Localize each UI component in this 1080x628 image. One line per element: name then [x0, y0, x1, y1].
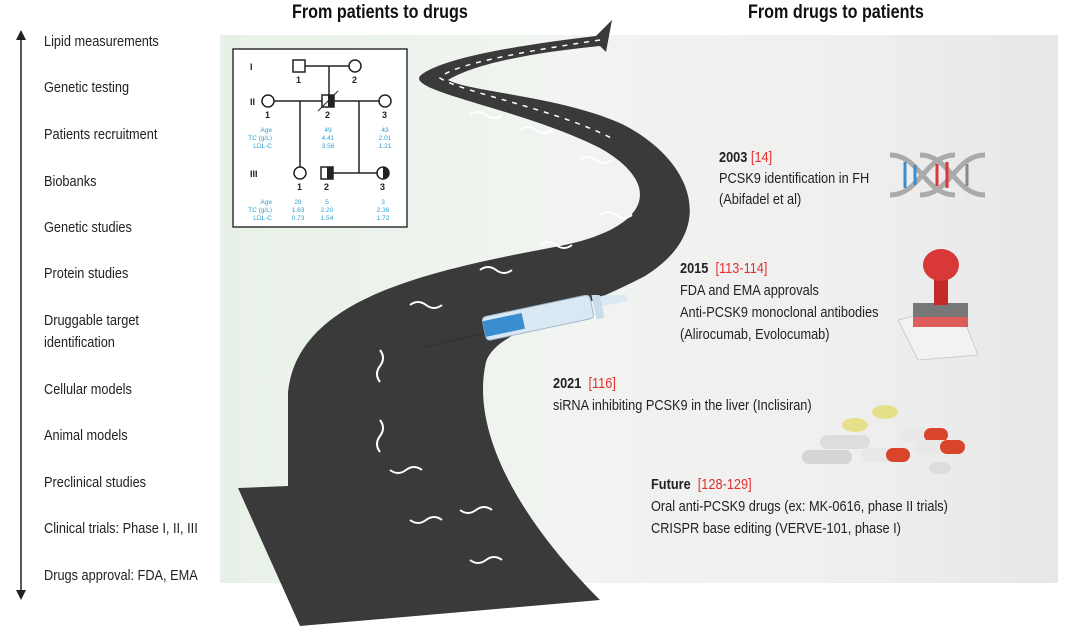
- value: 1.63: [292, 207, 305, 214]
- value: 1.72: [377, 215, 390, 222]
- label-ldl: LDL-C: [253, 143, 272, 150]
- event-line: siRNA inhibiting PCSK9 in the liver (Inc…: [553, 397, 812, 414]
- event-year: Future: [651, 476, 691, 493]
- value: 3: [381, 199, 385, 206]
- value: 0.73: [292, 215, 305, 222]
- dna-strand-icons: [376, 111, 633, 564]
- event-2015: 2015 [113-114] FDA and EMA approvals Ant…: [680, 258, 878, 346]
- label-tc: TC (g/L): [248, 207, 272, 214]
- value: 43: [381, 127, 389, 134]
- vertical-double-arrow-icon: [16, 30, 26, 600]
- event-ref: [113-114]: [715, 260, 768, 277]
- step-animal-models: Animal models: [44, 427, 128, 444]
- generation-I: I: [250, 62, 253, 72]
- syringe-icon: [425, 295, 628, 348]
- event-2021: 2021 [116] siRNA inhibiting PCSK9 in the…: [553, 373, 812, 417]
- step-lipid-measurements: Lipid measurements: [44, 33, 159, 50]
- step-genetic-studies: Genetic studies: [44, 219, 132, 236]
- id-II1: 1: [265, 110, 270, 120]
- label-age: Age: [260, 127, 272, 134]
- label-age: Age: [260, 199, 272, 206]
- step-patients-recruitment: Patients recruitment: [44, 126, 158, 143]
- step-protein-studies: Protein studies: [44, 265, 129, 282]
- event-year: 2021: [553, 375, 582, 392]
- step-clinical-trials: Clinical trials: Phase I, II, III: [44, 520, 198, 537]
- header-right: From drugs to patients: [748, 2, 924, 23]
- header-left: From patients to drugs: [292, 2, 468, 23]
- event-year: 2003: [719, 149, 748, 166]
- step-genetic-testing: Genetic testing: [44, 79, 130, 96]
- event-ref: [14]: [750, 149, 773, 166]
- pedigree-chart: I II III 1 2 1 2 3 1 2 3 Age TC (g/L) LD…: [232, 48, 408, 228]
- generation-III: III: [250, 169, 258, 179]
- event-line: Anti-PCSK9 monoclonal antibodies: [680, 304, 879, 321]
- value: 1.21: [379, 143, 392, 150]
- id-III3: 3: [380, 182, 385, 192]
- id-I1: 1: [296, 75, 301, 85]
- step-druggable-target: Druggable target: [44, 312, 139, 329]
- generation-II: II: [250, 97, 255, 107]
- step-preclinical-studies: Preclinical studies: [44, 474, 147, 491]
- step-drugs-approval: Drugs approval: FDA, EMA: [44, 567, 198, 584]
- event-future: Future [128-129] Oral anti-PCSK9 drugs (…: [651, 474, 948, 540]
- id-II3: 3: [382, 110, 387, 120]
- event-year: 2015: [680, 260, 709, 277]
- event-2003: 2003 [14] PCSK9 identification in FH (Ab…: [719, 147, 869, 210]
- value: 49: [324, 127, 332, 134]
- event-line: FDA and EMA approvals: [680, 282, 819, 299]
- value: 4.41: [322, 135, 335, 142]
- value: 2.20: [321, 207, 334, 214]
- id-III1: 1: [297, 182, 302, 192]
- event-line: (Alirocumab, Evolocumab): [680, 326, 830, 343]
- step-identification: identification: [44, 334, 115, 351]
- value: 1.54: [321, 215, 334, 222]
- approval-stamp-icon: [898, 249, 978, 360]
- id-I2: 2: [352, 75, 357, 85]
- value: 28: [294, 199, 302, 206]
- event-line: CRISPR base editing (VERVE-101, phase I): [651, 520, 901, 537]
- pills-icon: [802, 405, 965, 474]
- value: 2.36: [377, 207, 390, 214]
- event-ref: [128-129]: [697, 476, 752, 493]
- id-III2: 2: [324, 182, 329, 192]
- label-ldl: LDL-C: [253, 215, 272, 222]
- event-line: Oral anti-PCSK9 drugs (ex: MK-0616, phas…: [651, 498, 948, 515]
- value: 2.01: [379, 135, 392, 142]
- step-cellular-models: Cellular models: [44, 381, 132, 398]
- event-line: (Abifadel et al): [719, 191, 802, 208]
- value: 3.56: [322, 143, 335, 150]
- event-ref: [116]: [588, 375, 616, 392]
- id-II2: 2: [325, 110, 330, 120]
- step-biobanks: Biobanks: [44, 173, 97, 190]
- dna-helix-icon: [889, 152, 986, 198]
- event-line: PCSK9 identification in FH: [719, 170, 870, 187]
- value: 5: [325, 199, 329, 206]
- label-tc: TC (g/L): [248, 135, 272, 142]
